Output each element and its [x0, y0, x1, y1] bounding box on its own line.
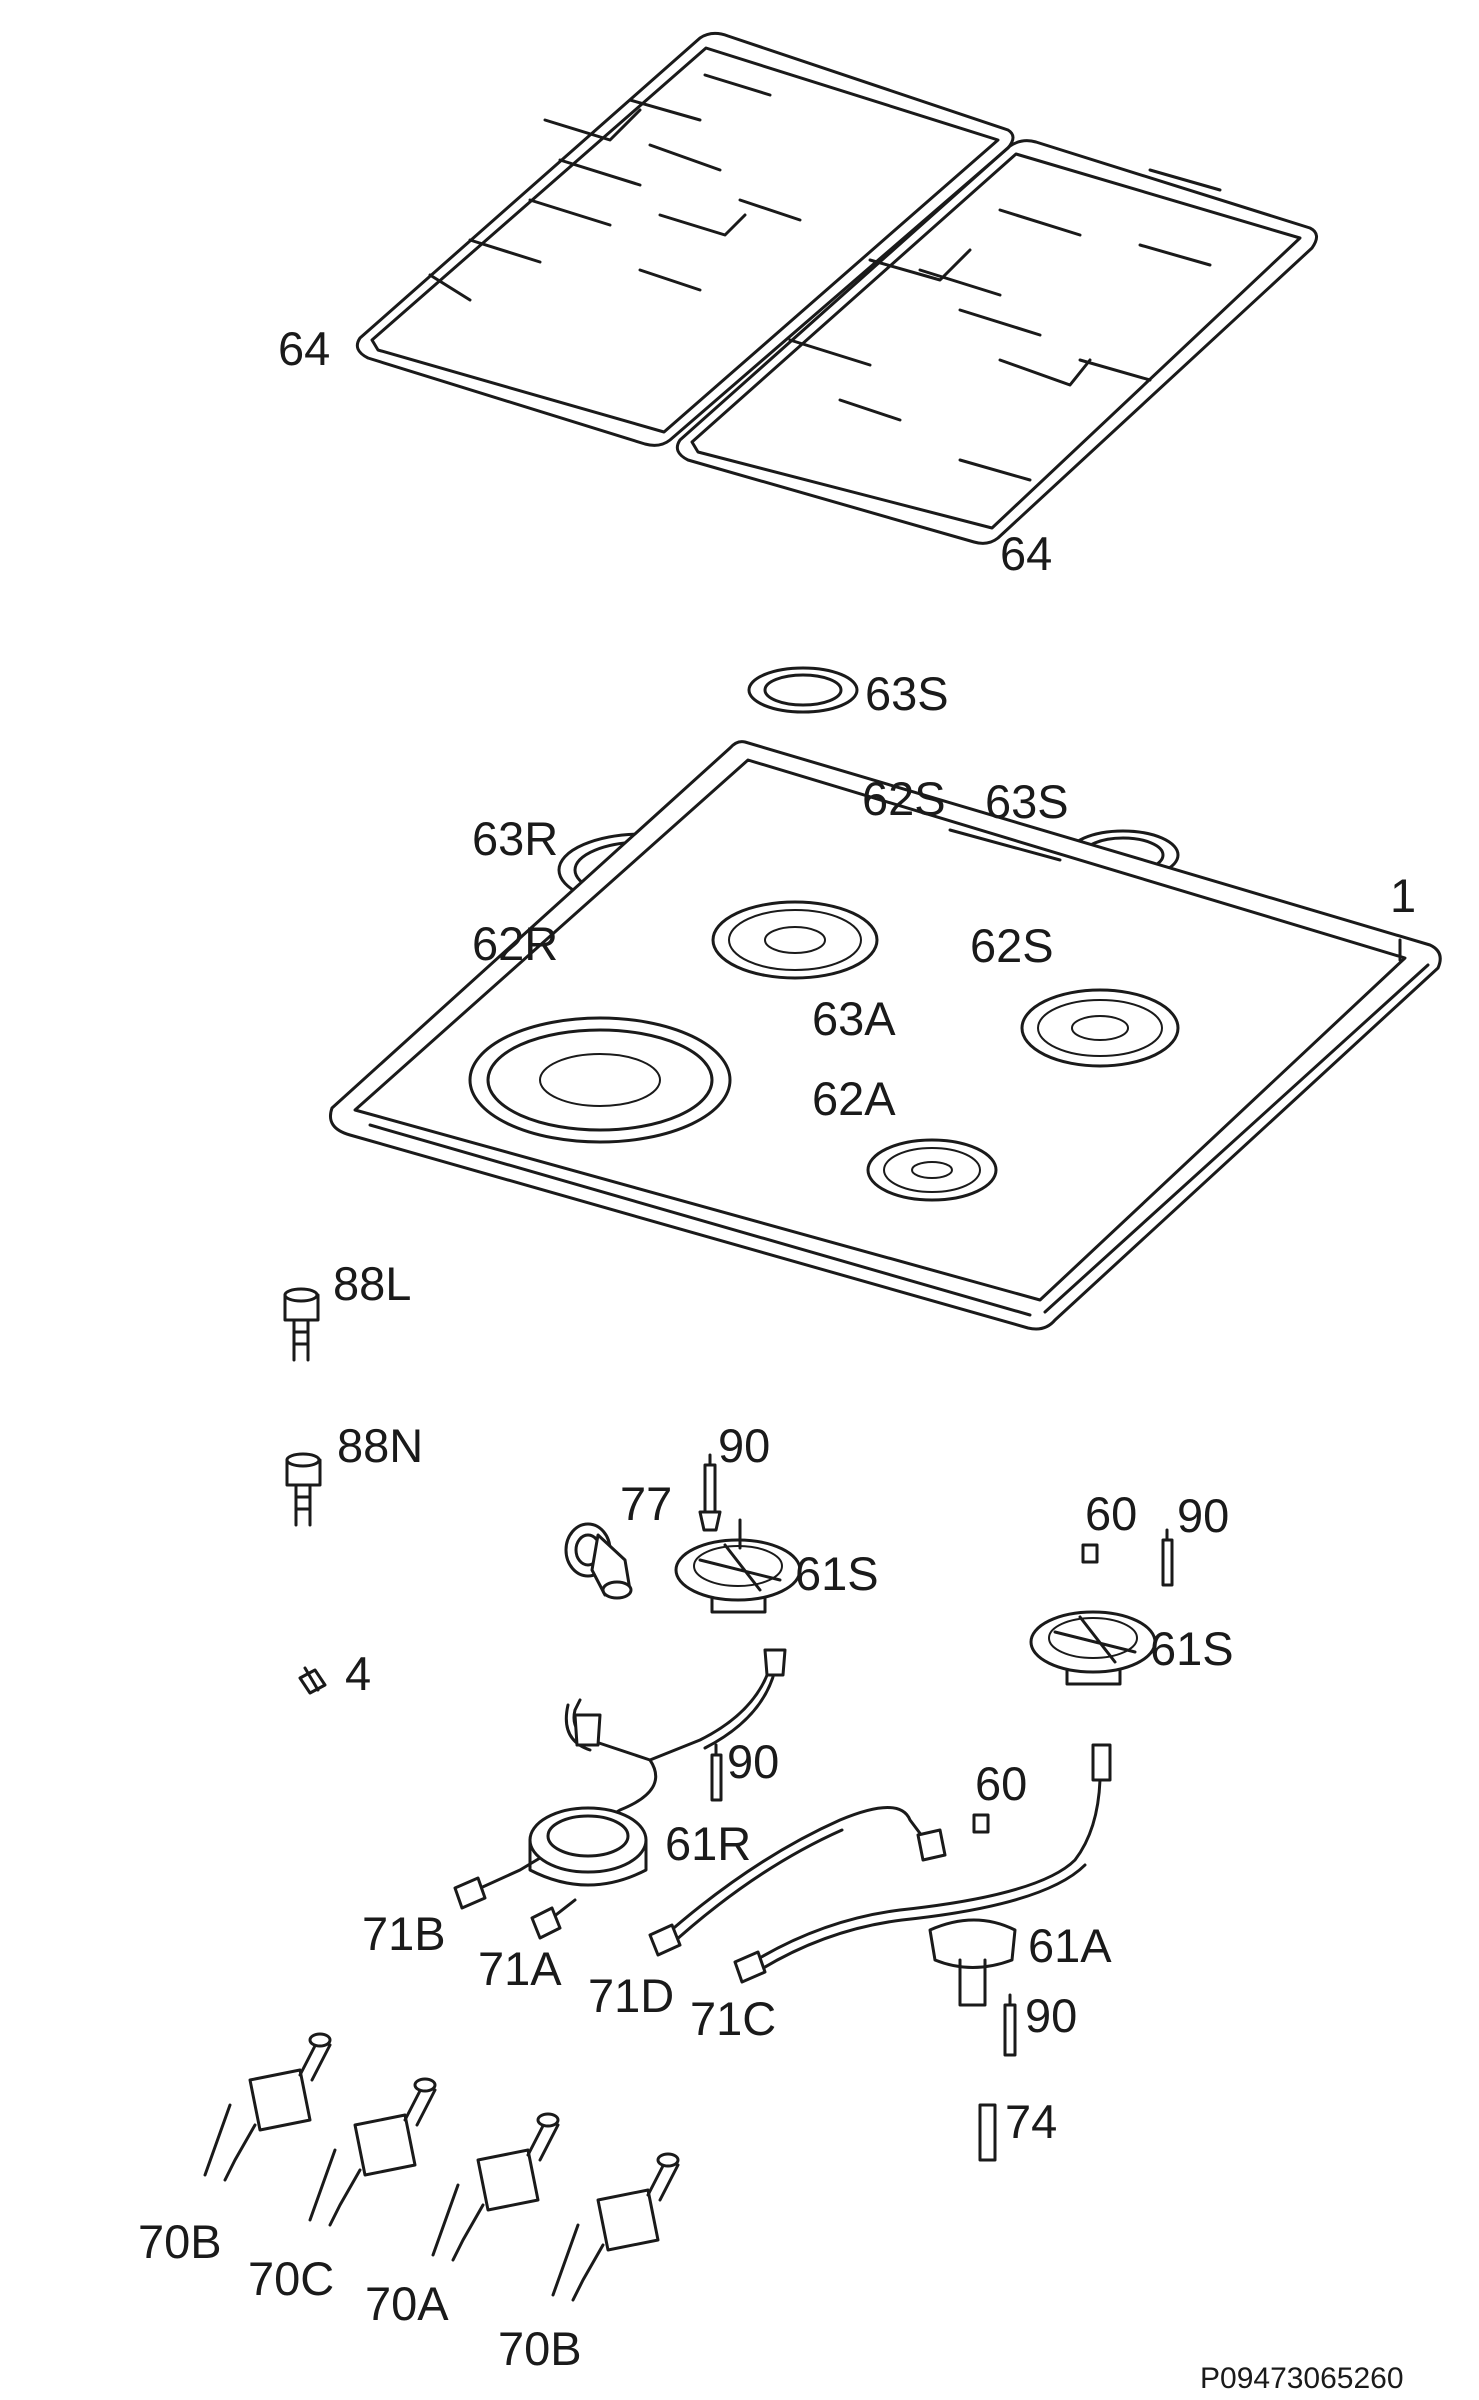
label-70B-right: 70B — [498, 2322, 582, 2375]
injector-88L — [283, 1287, 320, 1362]
label-60-a: 60 — [1085, 1487, 1137, 1540]
label-61S-a: 61S — [795, 1547, 879, 1600]
label-90-c: 90 — [727, 1735, 779, 1788]
label-64-left: 64 — [278, 322, 330, 375]
label-62S-top: 62S — [862, 772, 946, 825]
label-90-a: 90 — [718, 1419, 770, 1472]
label-62A: 62A — [812, 1072, 896, 1125]
label-71A: 71A — [478, 1942, 562, 1995]
label-77: 77 — [620, 1477, 672, 1530]
burner-base-61R — [528, 1806, 648, 1887]
label-61S-b: 61S — [1150, 1622, 1234, 1675]
label-88N: 88N — [337, 1419, 423, 1472]
gas-valve-70C — [308, 2077, 437, 2227]
burner-cap-63S-top — [747, 666, 859, 714]
label-90-d: 90 — [1025, 1989, 1077, 2042]
label-4: 4 — [345, 1647, 371, 1700]
gas-pipe-71D — [648, 1806, 947, 1957]
label-74: 74 — [1005, 2095, 1057, 2148]
label-63R: 63R — [472, 812, 558, 865]
burner-base-61A — [928, 1918, 1017, 2007]
drawing-code: P09473065260 — [1200, 2362, 1404, 2395]
burner-base-61S-a — [674, 1518, 802, 1614]
gas-pipe-71A — [530, 1898, 577, 1940]
label-90-b: 90 — [1177, 1489, 1229, 1542]
burner-base-61S-b — [1029, 1610, 1157, 1686]
label-70C: 70C — [248, 2252, 334, 2305]
clip-4 — [298, 1666, 327, 1695]
pan-support-left — [355, 31, 1015, 447]
thermocouple-90-d — [1003, 1993, 1017, 2057]
label-63S-top: 63S — [865, 667, 949, 720]
thermocouple-90-a — [698, 1453, 722, 1532]
thermocouple-90-b — [1161, 1528, 1174, 1587]
screw-60-a — [1081, 1543, 1099, 1564]
label-63S-right: 63S — [985, 775, 1069, 828]
label-70B-left: 70B — [138, 2215, 222, 2268]
thermocouple-90-c — [710, 1743, 723, 1802]
label-61A: 61A — [1028, 1919, 1112, 1972]
gas-valve-70B-left — [203, 2032, 332, 2182]
label-71C: 71C — [690, 1992, 776, 2045]
label-60-b: 60 — [975, 1757, 1027, 1810]
label-1: 1 — [1390, 869, 1416, 922]
label-88L: 88L — [333, 1257, 411, 1310]
hob-top-panel — [329, 740, 1442, 1331]
label-71B: 71B — [362, 1907, 446, 1960]
label-63A: 63A — [812, 992, 896, 1045]
label-71D: 71D — [588, 1969, 674, 2022]
pan-support-right — [675, 139, 1318, 545]
injector-88N — [285, 1452, 322, 1527]
label-62R: 62R — [472, 917, 558, 970]
elbow-connector-77 — [564, 1522, 633, 1600]
label-61R: 61R — [665, 1817, 751, 1870]
label-70A: 70A — [365, 2277, 449, 2330]
gas-pipe-71C — [733, 1743, 1112, 1984]
label-64-right: 64 — [1000, 527, 1052, 580]
gas-valve-70A — [431, 2112, 560, 2262]
gas-valve-70B-right — [551, 2152, 680, 2302]
label-62S-right: 62S — [970, 919, 1054, 972]
gas-pipe-71B — [453, 1648, 787, 1910]
screw-60-b — [972, 1813, 990, 1834]
electrode-74 — [978, 2103, 997, 2162]
